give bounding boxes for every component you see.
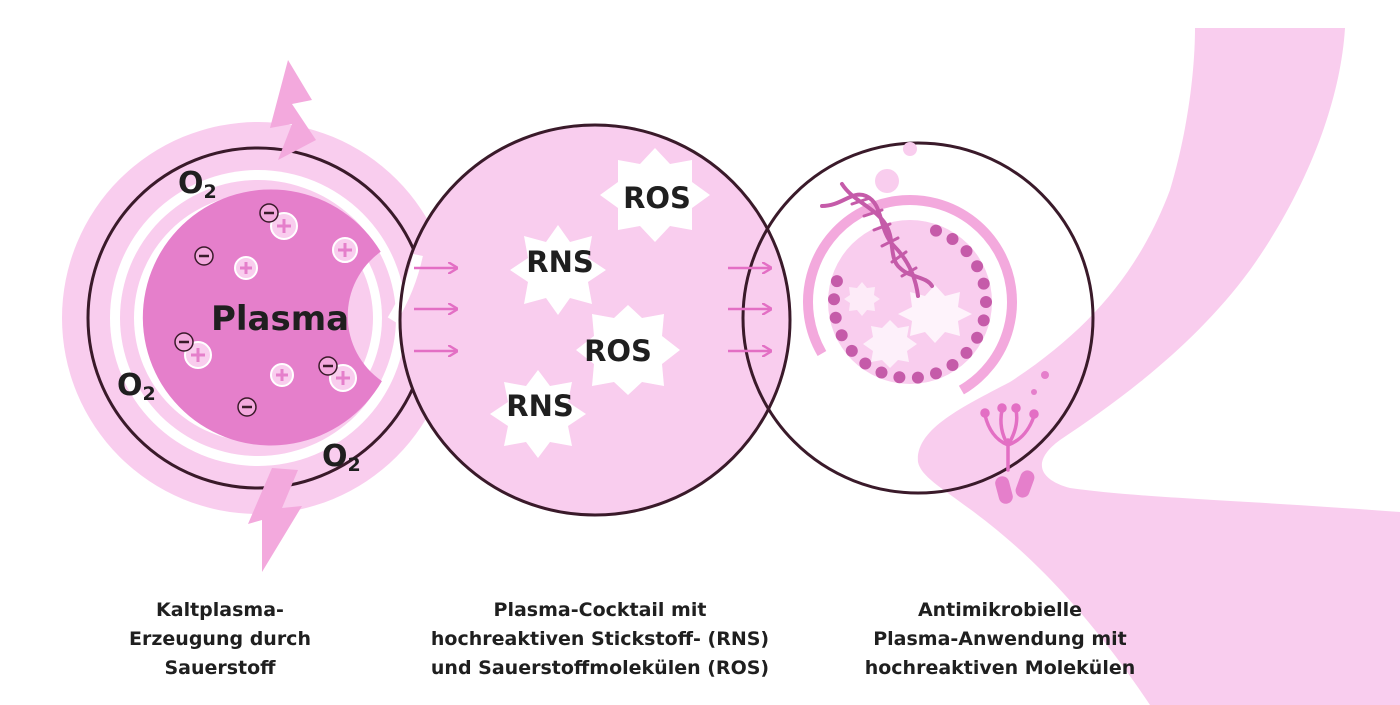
plus-ion-icon [329, 364, 357, 392]
bead [977, 314, 990, 327]
minus-ion-icon [259, 203, 279, 223]
bubble [903, 142, 917, 156]
caption-stage-2: Plasma-Cocktail mit hochreaktiven Sticks… [400, 596, 800, 683]
caption-stage-3: Antimikrobielle Plasma-Anwendung mit hoc… [790, 596, 1210, 683]
plus-ion-icon [184, 341, 212, 369]
bead [977, 277, 990, 290]
bead [960, 245, 973, 258]
stage-plasma-generation: Plasma [62, 60, 454, 572]
bacillus-icon [995, 476, 1013, 504]
species-label-ros: ROS [584, 334, 652, 368]
stage-antimicrobial-application [728, 141, 1095, 504]
bead [971, 331, 984, 344]
bacterium-icon [803, 195, 1017, 409]
plus-ion-icon [270, 363, 294, 387]
bead [830, 275, 843, 288]
bead [845, 344, 858, 357]
plus-ion-icon [270, 212, 298, 240]
bead [930, 367, 942, 380]
oxygen-label: O2 [178, 166, 217, 203]
star-burst-icon [490, 370, 586, 458]
fungus-icon [980, 403, 1039, 472]
dna-icon [820, 182, 934, 298]
oxygen-label: O2 [322, 439, 361, 476]
bead [960, 346, 973, 359]
star-burst-icon [576, 305, 680, 395]
foot-silhouette-icon [917, 28, 1400, 705]
caption-line: hochreaktiven Stickstoff- (RNS) [430, 628, 770, 650]
caption-stage-1: Kaltplasma- Erzeugung durch Sauerstoff [40, 596, 400, 683]
bubble [1031, 389, 1037, 395]
star-burst-icon [510, 225, 606, 315]
species-label-rns: RNS [506, 389, 574, 423]
caption-line: Plasma-Cocktail mit [493, 599, 707, 621]
caption-line: Kaltplasma- [156, 599, 284, 621]
bubble [1041, 371, 1049, 379]
bacillus-icon [1015, 470, 1035, 498]
plasma-label: Plasma [211, 299, 349, 339]
bead [911, 371, 924, 384]
bead [971, 260, 984, 273]
bead [828, 293, 840, 306]
bead [946, 233, 959, 245]
species-label-rns: RNS [526, 245, 594, 279]
species-label-ros: ROS [623, 181, 691, 215]
white-overlap-arc [387, 253, 423, 323]
lightning-bolt-icon [248, 468, 302, 572]
bead [946, 359, 959, 371]
bead [893, 371, 906, 384]
minus-ion-icon [194, 246, 214, 266]
caption-line: Plasma-Anwendung mit [873, 628, 1127, 650]
bubble [875, 169, 899, 193]
bead [980, 296, 992, 308]
lightning-bolt-icon [270, 60, 316, 160]
bead [875, 366, 888, 379]
plus-ion-icon [234, 256, 258, 280]
minus-ion-icon [174, 332, 194, 352]
stage-plasma-cocktail: ROS RNS ROS RNS [387, 123, 792, 517]
caption-line: Antimikrobielle [917, 599, 1083, 621]
plus-ion-icon [332, 237, 358, 263]
bead [835, 329, 848, 342]
minus-ion-icon [318, 356, 338, 376]
caption-line: Erzeugung durch [129, 628, 311, 650]
bead-ring [828, 224, 992, 384]
bead [930, 224, 942, 237]
bead [829, 311, 842, 324]
minus-ion-icon [237, 397, 257, 417]
oxygen-label: O2 [117, 368, 156, 405]
caption-line: hochreaktiven Molekülen [864, 657, 1136, 679]
bead [859, 357, 872, 370]
caption-line: und Sauerstoffmolekülen (ROS) [430, 657, 770, 679]
star-burst-icon [600, 148, 710, 242]
caption-line: Sauerstoff [164, 657, 276, 679]
